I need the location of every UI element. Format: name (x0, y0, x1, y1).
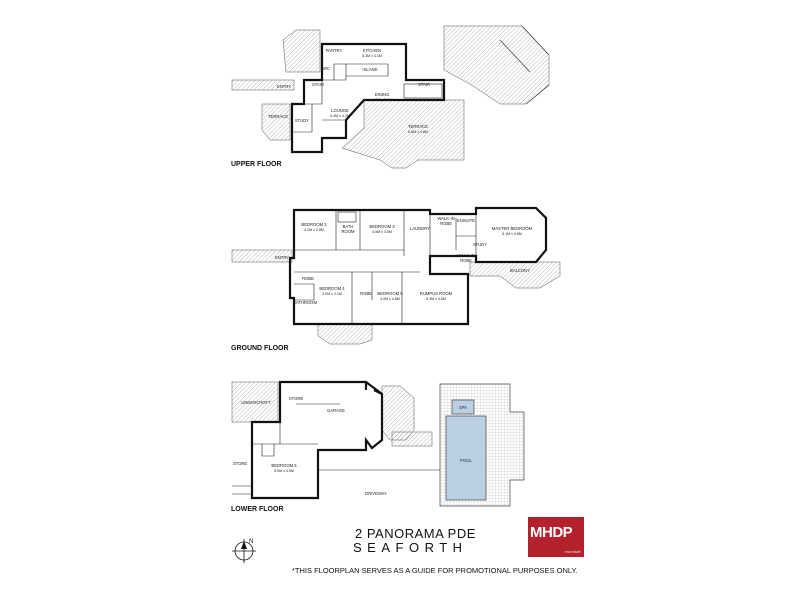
lower-store-west-label: STORE (233, 461, 248, 466)
lower-store-north-label: STORE (289, 396, 304, 401)
disclaimer-text: *THIS FLOORPLAN SERVES AS A GUIDE FOR PR… (292, 566, 578, 575)
logo-subtext: real estate (564, 550, 581, 554)
ground-bed4-label: BEDROOM 4 (319, 286, 345, 291)
lower-spa (451, 399, 475, 415)
lower-driveway-label: DRIVEWAY (365, 491, 387, 496)
upper-wc-label: W/C (322, 66, 330, 71)
upper-dining-label: DINING (375, 92, 390, 97)
ground-bathroom-label: BATHROOM (293, 300, 317, 305)
ground-bath-label: BATH (343, 224, 354, 229)
upper-stair-east-label: STAIR (418, 82, 430, 87)
ground-walkin-robe-label-2: ROBE (460, 258, 472, 263)
ground-walkin-label-2: ROBE (440, 221, 452, 226)
upper-terrace-south (341, 99, 465, 169)
ground-entry-deck (231, 249, 293, 263)
ground-robe-center-label: ROBE (360, 291, 372, 296)
ground-master-dim: 5.1M x 4.8M (502, 232, 522, 236)
upper-kitchen-label: KITCHEN (363, 48, 381, 53)
upper-roof-west (282, 29, 321, 73)
ground-bed2-label: BEDROOM 2 (301, 222, 327, 227)
ground-bath-label-2: ROOM (341, 229, 355, 234)
ground-floor-plan: BEDROOM 2 4.2M x 2.8M BATH ROOM BEDROOM … (231, 206, 561, 352)
upper-terrace-south-label: TERRACE (408, 124, 428, 129)
lower-floor-plan: UNDERCROFT STORE GARAGE STORE BEDROOM 6 … (231, 380, 525, 513)
ground-entry-label: ENTRY (275, 255, 289, 260)
ground-rumpus-dim: 5.3M x 4.8M (426, 297, 446, 301)
upper-entry-deck (231, 79, 295, 91)
upper-lounge-dim: 4.4M x 4.2M (330, 114, 350, 118)
ground-balcony (469, 261, 561, 289)
ground-rumpus-label: RUMPUS ROOM (420, 291, 453, 296)
ground-robe-west-label: ROBE (302, 276, 314, 281)
lower-bed6-dim: 5.0M x 4.0M (274, 469, 294, 473)
logo-text: MHDP (530, 524, 573, 541)
ground-bed3-label: BEDROOM 3 (369, 224, 395, 229)
ground-ensuite-label: ENSUITE (457, 218, 475, 223)
upper-walls (290, 42, 446, 154)
lower-undercroft-label: UNDERCROFT (241, 400, 271, 405)
lower-steps (391, 431, 433, 447)
lower-floor-title: LOWER FLOOR (231, 506, 284, 513)
compass-north-icon: N (232, 539, 256, 563)
upper-terrace-south-dim: 6.5M x 4.8M (408, 130, 428, 134)
lower-pool (445, 415, 487, 501)
upper-dining-dim: 4.2M x 3.9M (372, 98, 392, 102)
ground-balcony-label: BALCONY (510, 268, 530, 273)
ground-bed3-dim: 4.5M x 3.0M (372, 230, 392, 234)
ground-bed2-dim: 4.2M x 2.8M (304, 228, 324, 232)
upper-island-label: ISLAND (362, 67, 377, 72)
lower-garage-label: GARAGE (327, 408, 345, 413)
compass-label: N (249, 539, 253, 545)
upper-terrace-west-label: TERRACE (268, 114, 288, 119)
ground-bed5-label: BEDROOM 5 (377, 291, 403, 296)
upper-study-label: STUDY (295, 118, 309, 123)
upper-floor-title: UPPER FLOOR (231, 161, 282, 168)
address-street: 2 PANORAMA PDE (355, 526, 476, 541)
upper-pantry-label: PANTRY (326, 48, 343, 53)
ground-south-bay (317, 323, 373, 345)
ground-walkin-label: WALK-IN (437, 216, 454, 221)
lower-pool-label: POOL (460, 458, 472, 463)
ground-master-label: MASTER BEDROOM (492, 226, 533, 231)
upper-floor-plan: PANTRY KITCHEN 5.4M x 3.1M ISLAND W/C ST… (231, 25, 550, 169)
ground-floor-title: GROUND FLOOR (231, 345, 289, 352)
ground-study-label: STUDY (473, 242, 487, 247)
ground-laundry-label: LAUNDRY (410, 226, 430, 231)
ground-bed5-dim: 3.0M x 4.8M (380, 297, 400, 301)
lower-undercroft-area (231, 381, 279, 423)
address-suburb: SEAFORTH (353, 540, 468, 555)
ground-bed4-dim: 4.0M x 3.1M (322, 292, 342, 296)
upper-entry-label: ENTRY (277, 84, 291, 89)
upper-kitchen-dim: 5.4M x 3.1M (362, 54, 382, 58)
ground-walkin-robe-label: WALK-IN (457, 253, 474, 258)
lower-bed6-label: BEDROOM 6 (271, 463, 297, 468)
upper-terrace-west (261, 103, 291, 141)
upper-stair-west-label: STAIR (312, 82, 324, 87)
lower-spa-label: SPA (459, 405, 467, 410)
upper-lounge-label: LOUNGE (331, 108, 349, 113)
agency-logo: MHDP real estate (528, 517, 584, 557)
